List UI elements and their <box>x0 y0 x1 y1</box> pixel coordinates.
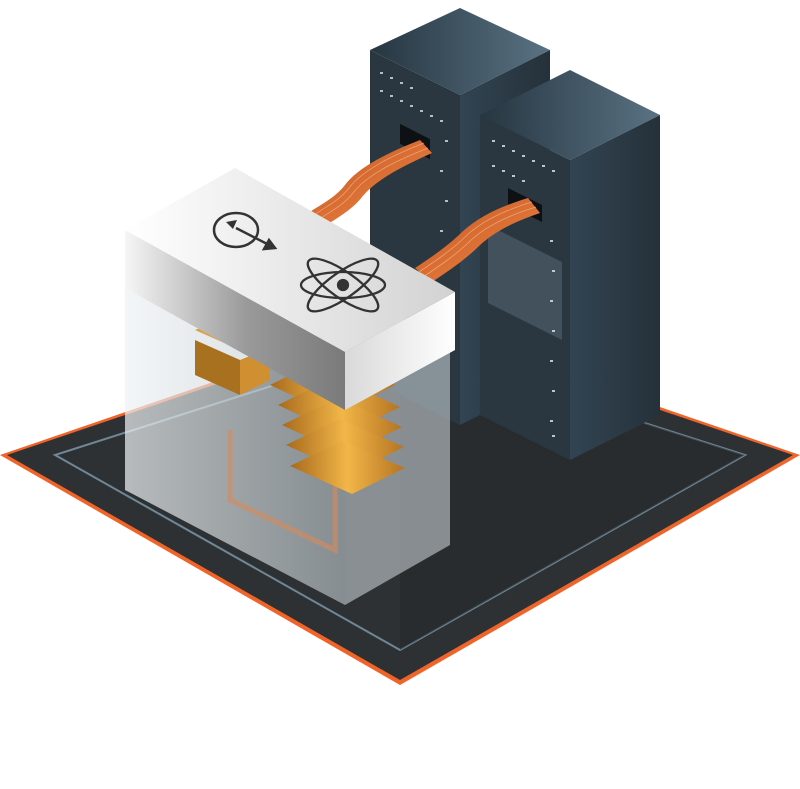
rack-back-top <box>370 8 550 95</box>
ribbon-cable-back <box>305 140 432 228</box>
device-front-face <box>125 230 345 410</box>
device-top-face <box>125 168 455 352</box>
qubit-bloch-icon <box>212 211 278 251</box>
device-gold-stack <box>270 355 405 494</box>
rack-front-face <box>480 115 570 460</box>
platform-floor-shade <box>400 345 745 650</box>
quantum-device <box>125 168 455 605</box>
rack-front-side <box>570 115 660 460</box>
device-inner-frame <box>227 430 338 554</box>
device-glass-left <box>125 285 345 605</box>
rack-front-leds <box>492 140 555 437</box>
rack-front-glass-panel <box>488 225 562 340</box>
device-right-face <box>345 292 455 410</box>
ribbon-cables <box>305 140 540 282</box>
atom-icon <box>299 257 387 313</box>
server-rack-front <box>480 70 660 460</box>
device-gold-block-front <box>195 340 240 395</box>
